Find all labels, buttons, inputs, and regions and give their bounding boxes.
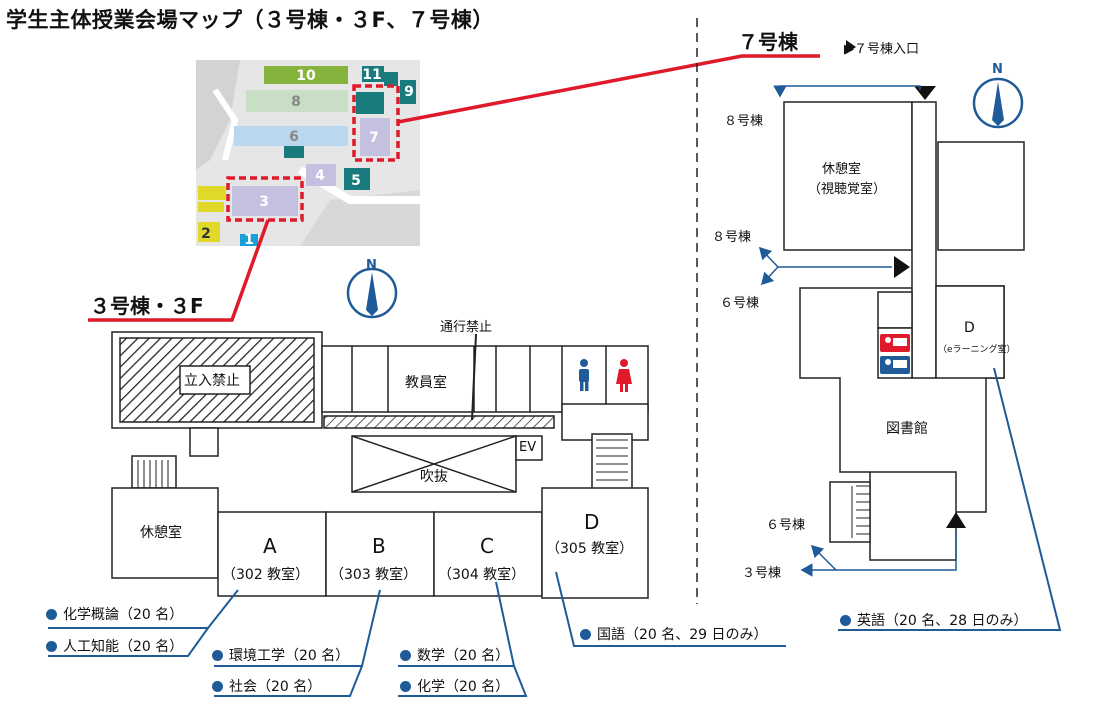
map-label-9: 9 (404, 84, 414, 100)
map-label-5: 5 (351, 173, 361, 189)
direction-building8-top: ８号棟 (724, 114, 764, 129)
map-label-4: 4 (315, 168, 325, 184)
class-label: 化学概論（20 名） (63, 607, 184, 623)
bullet-dot-icon (400, 649, 411, 661)
bullet-dot-icon (840, 614, 851, 626)
class-item-d: 国語（20 名、29 日のみ） (580, 624, 768, 644)
entrance-legend: ▶７号棟入口 (844, 42, 919, 57)
north-label-building7: N (992, 62, 1003, 77)
map-label-1: 1 (244, 232, 254, 248)
floor3-plan (111, 331, 649, 599)
room-b-number: （303 教室） (330, 567, 418, 583)
bullet-dot-icon (400, 680, 411, 692)
class-item-b2: 社会（20 名） (212, 676, 321, 696)
campus-map: 10 8 6 7 11 9 4 5 3 2 1 (196, 60, 420, 248)
restroom-female-icon (616, 359, 632, 392)
entrance-marker-side-icon (894, 256, 910, 278)
staff-room-label: 教員室 (405, 375, 447, 391)
page-title: 学生主体授業会場マップ（３号棟・３F、７号棟） (6, 8, 494, 32)
room-d-letter: D (584, 510, 600, 534)
north-compass-icon-floor3 (346, 267, 398, 319)
library-label: 図書館 (886, 421, 928, 437)
class-item-b1: 環境工学（20 名） (212, 645, 349, 665)
atrium-label: 吹抜 (420, 469, 448, 485)
leader-lines (48, 367, 1062, 697)
room-d-number: （305 教室） (546, 541, 634, 557)
map-label-6: 6 (289, 129, 299, 145)
bullet-dot-icon (212, 680, 223, 692)
map-label-8: 8 (291, 94, 301, 110)
class-label: 化学（20 名） (417, 679, 510, 695)
lounge-label-building7: 休憩室 (822, 162, 862, 177)
building7-plan (783, 101, 1025, 561)
class-label: 国語（20 名、29 日のみ） (597, 627, 768, 643)
restroom-male-icon-b7 (880, 356, 910, 374)
restroom-male-icon (579, 359, 589, 391)
entrance-marker-bottom-icon (946, 512, 966, 528)
no-passage-label: 通行禁止 (440, 320, 493, 335)
map-label-11: 11 (362, 67, 381, 83)
bullet-dot-icon (46, 608, 57, 620)
room-d-b7-sub: （eラーニング室） (938, 345, 1016, 355)
map-label-7: 7 (369, 130, 379, 146)
room-a-letter: A (263, 534, 277, 558)
room-c-number: （304 教室） (438, 567, 526, 583)
direction-arrows (758, 85, 957, 577)
callout-label-building3: ３号棟・３F (90, 294, 204, 318)
room-a-number: （302 教室） (222, 567, 310, 583)
north-label-floor3: N (366, 258, 377, 273)
callout-label-building7: ７号棟 (738, 30, 798, 54)
lounge-label-floor3: 休憩室 (140, 525, 182, 541)
lounge-sub-label-building7: （視聴覚室） (808, 182, 887, 197)
class-label: 社会（20 名） (229, 679, 322, 695)
restroom-female-icon-b7 (880, 334, 910, 352)
room-c-letter: C (480, 534, 494, 558)
no-passage-pointer (471, 333, 477, 421)
class-item-a2: 人工知能（20 名） (46, 636, 183, 656)
direction-building6-side: ６号棟 (720, 296, 760, 311)
class-label: 人工知能（20 名） (63, 639, 184, 655)
direction-building3-bottom: ３号棟 (742, 566, 782, 581)
class-item-c1: 数学（20 名） (400, 645, 509, 665)
class-label: 環境工学（20 名） (229, 648, 350, 664)
room-b-letter: B (372, 534, 386, 558)
callout-line-building7 (397, 54, 820, 124)
callout-line-building3 (88, 219, 270, 322)
bullet-dot-icon (212, 649, 223, 661)
elevator-label: EV (519, 440, 537, 455)
no-entry-label: 立入禁止 (184, 373, 240, 389)
entrance-marker-top-icon (914, 86, 936, 100)
bullet-dot-icon (580, 628, 591, 640)
map-label-3: 3 (259, 194, 269, 210)
class-item-c2: 化学（20 名） (400, 676, 509, 696)
class-item-a1: 化学概論（20 名） (46, 604, 183, 624)
direction-building8-side: ８号棟 (712, 230, 752, 245)
north-compass-icon-building7 (972, 77, 1024, 129)
class-item-e: 英語（20 名、28 日のみ） (840, 610, 1028, 630)
class-label: 英語（20 名、28 日のみ） (857, 613, 1028, 629)
entrance-legend-icon (846, 40, 856, 54)
room-d-b7-letter: D (964, 320, 975, 336)
direction-building6-bottom: ６号棟 (766, 518, 806, 533)
map-label-10: 10 (296, 68, 316, 84)
class-label: 数学（20 名） (417, 648, 510, 664)
map-label-2: 2 (201, 226, 211, 242)
bullet-dot-icon (46, 640, 57, 652)
